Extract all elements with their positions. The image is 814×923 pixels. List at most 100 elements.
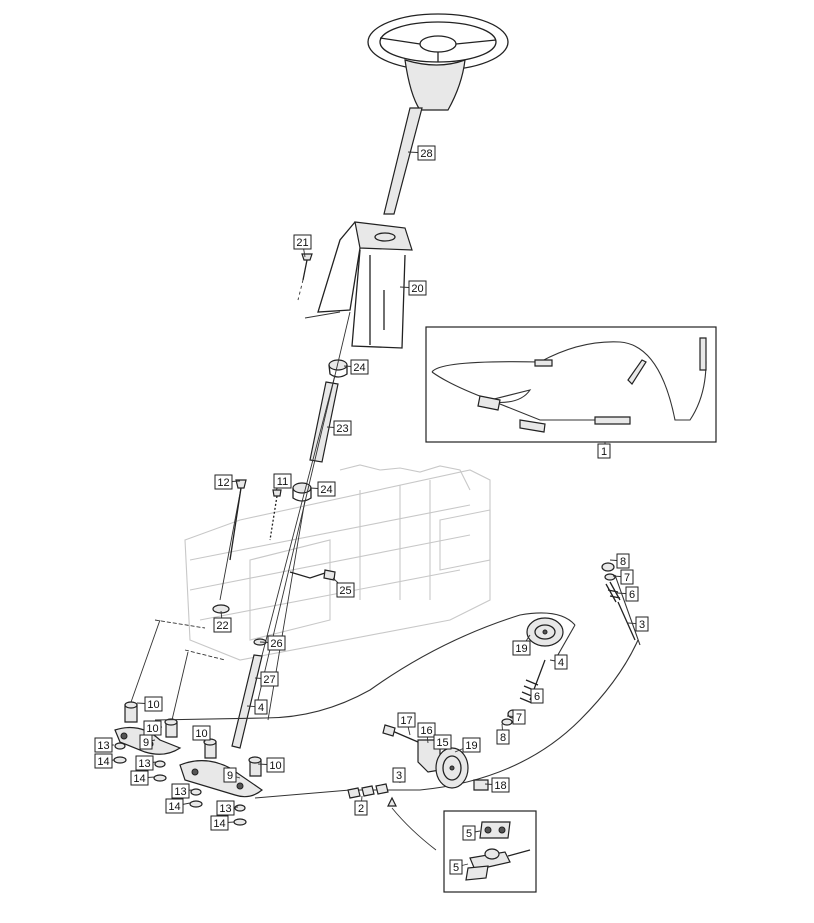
- callout-c11: 11: [273, 473, 292, 491]
- callout-c5a: 5: [462, 825, 481, 841]
- callout-number: 2: [358, 803, 364, 815]
- callout-box: [554, 654, 568, 670]
- steering-wheel: [367, 13, 509, 111]
- spacer-10a: [124, 701, 138, 723]
- callout-box: [267, 635, 286, 651]
- callout-number: 10: [195, 728, 207, 740]
- callout-number: 7: [516, 712, 522, 724]
- callout-number: 13: [219, 803, 231, 815]
- callout-c8a: 8: [609, 553, 630, 569]
- bushing-lower: [292, 482, 312, 502]
- callout-c27: 27: [254, 671, 279, 687]
- callout-box: [333, 420, 352, 436]
- callout-number: 3: [639, 619, 645, 631]
- callout-box: [94, 753, 113, 769]
- callout-box: [462, 825, 476, 841]
- ghost-frame: [184, 464, 491, 661]
- callout-c10d: 10: [257, 757, 285, 773]
- callout-box: [171, 783, 190, 799]
- callout-box: [266, 757, 285, 773]
- callout-box: [192, 725, 211, 741]
- callout-box: [354, 800, 368, 816]
- callout-number: 27: [263, 674, 275, 686]
- callout-c8b: 8: [496, 723, 510, 745]
- callout-box: [273, 473, 292, 489]
- callout-number: 6: [534, 691, 540, 703]
- callout-number: 15: [436, 737, 448, 749]
- callout-number: 5: [466, 828, 472, 840]
- callout-box: [433, 734, 452, 750]
- bushing-upper: [328, 359, 348, 378]
- washers-left: [113, 742, 247, 826]
- callout-c3a: 3: [627, 616, 649, 632]
- callout-number: 23: [336, 423, 348, 435]
- callout-number: 9: [227, 770, 233, 782]
- callout-number: 28: [420, 148, 432, 160]
- callout-box: [408, 280, 427, 296]
- callout-number: 11: [277, 476, 288, 488]
- callout-c13a: 13: [94, 737, 114, 753]
- callout-number: 17: [400, 715, 412, 727]
- callout-c6a: 6: [616, 586, 639, 602]
- callout-c10a: 10: [136, 696, 163, 712]
- inset-cable-assembly: [425, 326, 717, 452]
- callout-c7b: 7: [506, 709, 526, 725]
- callout-c28: 28: [407, 145, 436, 161]
- callout-box: [597, 443, 611, 459]
- bolt-21: [297, 253, 313, 301]
- spring-assembly-upper: [601, 562, 636, 641]
- dashed-links: [129, 619, 226, 721]
- callout-c24a: 24: [343, 359, 369, 375]
- callout-box: [462, 737, 481, 753]
- callout-c15: 15: [433, 734, 452, 751]
- callout-number: 14: [168, 801, 180, 813]
- callout-box: [496, 729, 510, 745]
- callout-number: 6: [629, 589, 635, 601]
- callout-number: 22: [216, 620, 228, 632]
- callout-c13c: 13: [171, 783, 193, 799]
- callout-box: [210, 815, 229, 831]
- callout-box: [512, 640, 531, 656]
- callout-c1: 1: [597, 442, 611, 459]
- callout-box: [293, 234, 312, 250]
- steering-shaft: [383, 107, 423, 215]
- callout-c5b: 5: [449, 859, 469, 875]
- callout-box: [350, 359, 369, 375]
- callout-box: [135, 755, 154, 771]
- callout-c4b: 4: [246, 699, 268, 715]
- callout-c13d: 13: [216, 800, 239, 816]
- callout-c10b: 10: [143, 720, 163, 736]
- callout-box: [317, 481, 336, 497]
- callout-number: 14: [213, 818, 225, 830]
- callout-box: [260, 671, 279, 687]
- spacer-10b: [164, 718, 178, 738]
- callout-box: [616, 553, 630, 569]
- callout-c6b: 6: [529, 687, 544, 704]
- callout-box: [223, 767, 237, 783]
- callout-c19a: 19: [512, 634, 531, 656]
- callout-c4a: 4: [549, 654, 568, 670]
- callout-number: 13: [174, 786, 186, 798]
- callout-c2: 2: [354, 795, 368, 816]
- callout-number: 19: [515, 643, 527, 655]
- steering-bracket: [304, 221, 413, 349]
- callout-c18: 18: [484, 777, 510, 793]
- callout-number: 13: [138, 758, 150, 770]
- callout-box: [392, 767, 406, 783]
- callout-box: [144, 696, 163, 712]
- callout-box: [165, 798, 184, 814]
- callout-c21: 21: [293, 234, 312, 258]
- callout-box: [512, 709, 526, 725]
- callout-c20: 20: [399, 280, 427, 296]
- callout-number: 16: [420, 725, 432, 737]
- callout-c12: 12: [214, 474, 241, 490]
- chain-link: [347, 783, 389, 799]
- callout-c7a: 7: [612, 569, 634, 585]
- callout-number: 19: [465, 740, 477, 752]
- callout-number: 10: [269, 760, 281, 772]
- callout-number: 8: [500, 732, 506, 744]
- callout-box: [625, 586, 639, 602]
- inset-link-detail: [387, 796, 537, 893]
- callout-box: [417, 145, 436, 161]
- callout-number: 14: [133, 773, 145, 785]
